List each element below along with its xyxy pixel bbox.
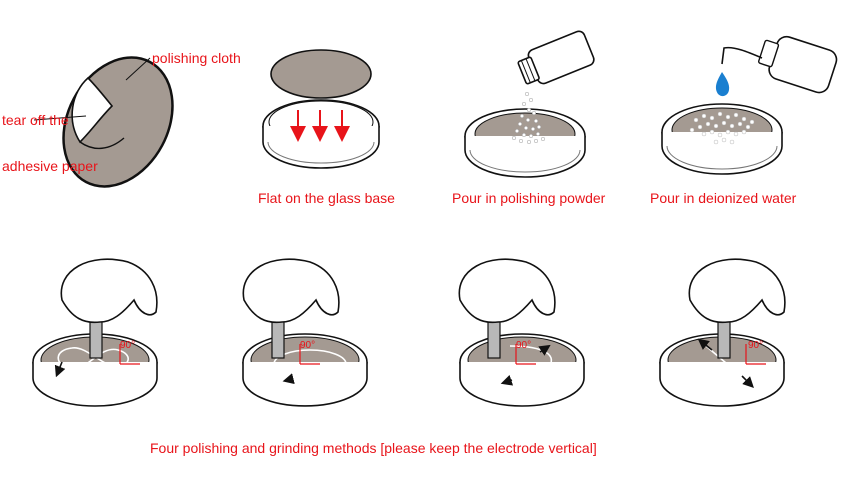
method-circle	[243, 259, 367, 406]
step-flat-label: Flat on the glass base	[258, 190, 395, 206]
pour-water-illustration	[662, 30, 839, 174]
method-arc	[459, 259, 584, 406]
footer-caption: Four polishing and grinding methods [ple…	[150, 440, 597, 456]
method-straight	[660, 259, 785, 406]
angle-label-1: 90°	[120, 338, 135, 354]
tear-off-label-line1: tear off the	[2, 112, 69, 128]
tear-off-label-line2: adhesive paper	[2, 158, 98, 174]
flat-on-glass-illustration	[263, 50, 379, 168]
angle-label-4: 90°	[748, 338, 763, 354]
method-figure-eight	[33, 259, 157, 406]
pour-powder-illustration	[465, 29, 596, 177]
step-water-label: Pour in deionized water	[650, 190, 796, 206]
angle-label-2: 90°	[300, 338, 315, 354]
angle-label-3: 90°	[516, 338, 531, 354]
step-powder-label: Pour in polishing powder	[452, 190, 605, 206]
polishing-cloth-label: polishing cloth	[152, 50, 241, 66]
